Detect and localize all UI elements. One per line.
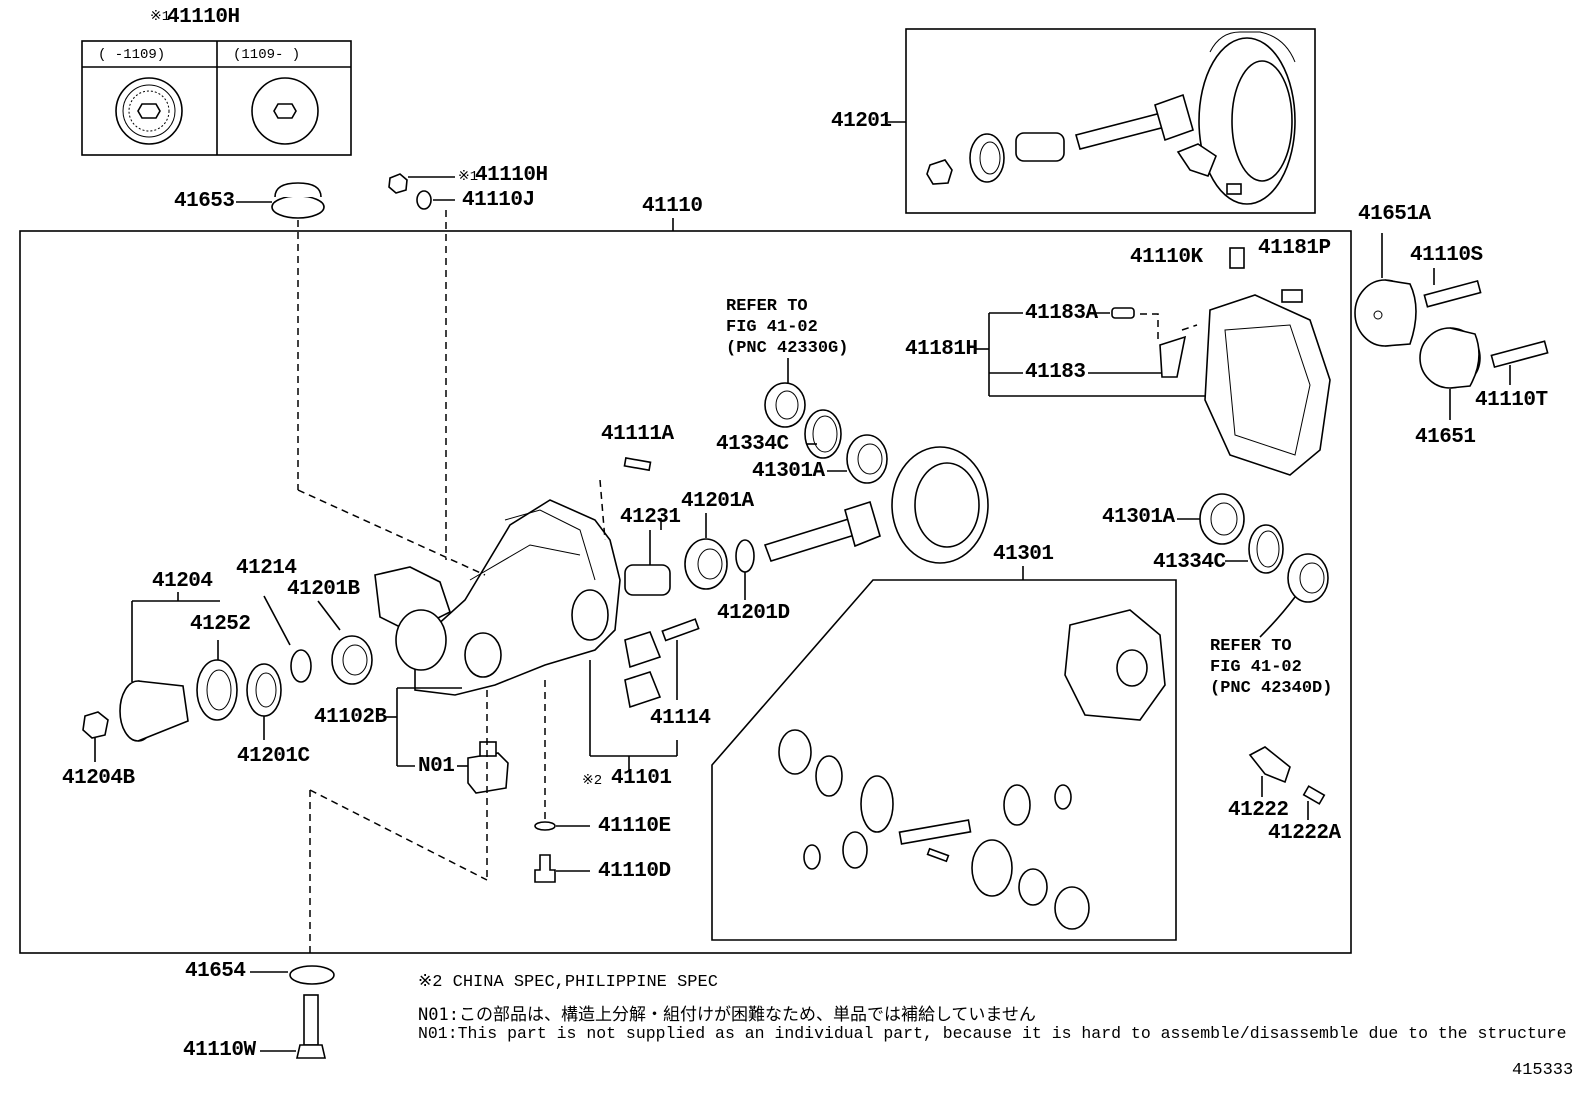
label-41301: 41301 — [993, 543, 1054, 566]
label-41183A: 41183A — [1025, 302, 1098, 325]
label-41110S: 41110S — [1410, 244, 1483, 267]
rear-cover — [974, 247, 1331, 476]
label-41653: 41653 — [174, 190, 235, 213]
label-41204: 41204 — [152, 570, 213, 593]
dashed-guides — [297, 210, 1198, 955]
label-41654: 41654 — [185, 960, 246, 983]
label-41110E: 41110E — [598, 815, 671, 838]
label-41111A: 41111A — [601, 423, 674, 446]
label-41334C-upper: 41334C — [716, 433, 789, 456]
n01-note-japanese: N01:この部品は、構造上分解・組付けが困難なため、単品では補給していません — [418, 1005, 1036, 1025]
label-41222A: 41222A — [1268, 822, 1341, 845]
figure-number: 415333 — [1512, 1061, 1574, 1080]
label-41110H-inset: 41110H — [167, 6, 240, 29]
label-41181P: 41181P — [1258, 237, 1331, 260]
label-41252: 41252 — [190, 613, 251, 636]
side-bearings — [1177, 493, 1329, 820]
label-41110K: 41110K — [1130, 246, 1203, 269]
label-41301A-lower: 41301A — [1102, 506, 1175, 529]
refer-note-1-line1: REFER TO — [726, 297, 808, 316]
n01-note-english: N01:This part is not supplied as an indi… — [418, 1024, 1567, 1043]
refer-note-2-line1: REFER TO — [1210, 637, 1292, 656]
label-41101: 41101 — [611, 767, 672, 790]
label-41114: 41114 — [650, 707, 711, 730]
label-41110D: 41110D — [598, 860, 671, 883]
label-41651: 41651 — [1415, 426, 1476, 449]
refer-note-2-line2: FIG 41-02 — [1210, 658, 1302, 677]
label-41201D: 41201D — [717, 602, 790, 625]
label-41102B: 41102B — [314, 706, 387, 729]
note-mark-1: ※1 — [150, 9, 171, 25]
differential-box — [711, 566, 1177, 941]
flanges — [1354, 233, 1549, 420]
label-41110W: 41110W — [183, 1039, 256, 1062]
inset-41110H — [81, 40, 352, 156]
label-41231: 41231 — [620, 506, 681, 529]
label-41201B: 41201B — [287, 578, 360, 601]
label-41651A: 41651A — [1358, 203, 1431, 226]
label-41201: 41201 — [831, 110, 892, 133]
label-41183: 41183 — [1025, 361, 1086, 384]
label-41214: 41214 — [236, 557, 297, 580]
pinion-group — [624, 358, 989, 600]
ring-gear-set-box — [888, 28, 1316, 214]
label-41181H: 41181H — [905, 338, 978, 361]
label-41204B: 41204B — [62, 767, 135, 790]
label-41110J: 41110J — [462, 189, 535, 212]
inset-right-header: (1109- ) — [233, 47, 301, 63]
label-41222: 41222 — [1228, 799, 1289, 822]
note-mark-2: ※2 — [582, 773, 603, 789]
companion-flange — [82, 595, 373, 762]
label-N01: N01 — [418, 755, 455, 778]
label-41201C: 41201C — [237, 745, 310, 768]
label-41334C-lower: 41334C — [1153, 551, 1226, 574]
refer-note-1-line2: FIG 41-02 — [726, 318, 818, 337]
refer-note-1-line3: (PNC 42330G) — [726, 339, 849, 358]
inset-left-header: ( -1109) — [98, 47, 166, 63]
label-41201A: 41201A — [681, 490, 754, 513]
label-41110H: 41110H — [475, 164, 548, 187]
label-41110T: 41110T — [1475, 389, 1548, 412]
refer-note-2-line3: (PNC 42340D) — [1210, 679, 1333, 698]
note-mark-1b: ※1 — [458, 169, 479, 185]
label-41301A-upper: 41301A — [752, 460, 825, 483]
spec-note: ※2 CHINA SPEC,PHILIPPINE SPEC — [418, 973, 718, 992]
carrier-housing — [374, 457, 700, 709]
assembly-frame — [19, 230, 1352, 954]
label-41110: 41110 — [642, 195, 703, 218]
